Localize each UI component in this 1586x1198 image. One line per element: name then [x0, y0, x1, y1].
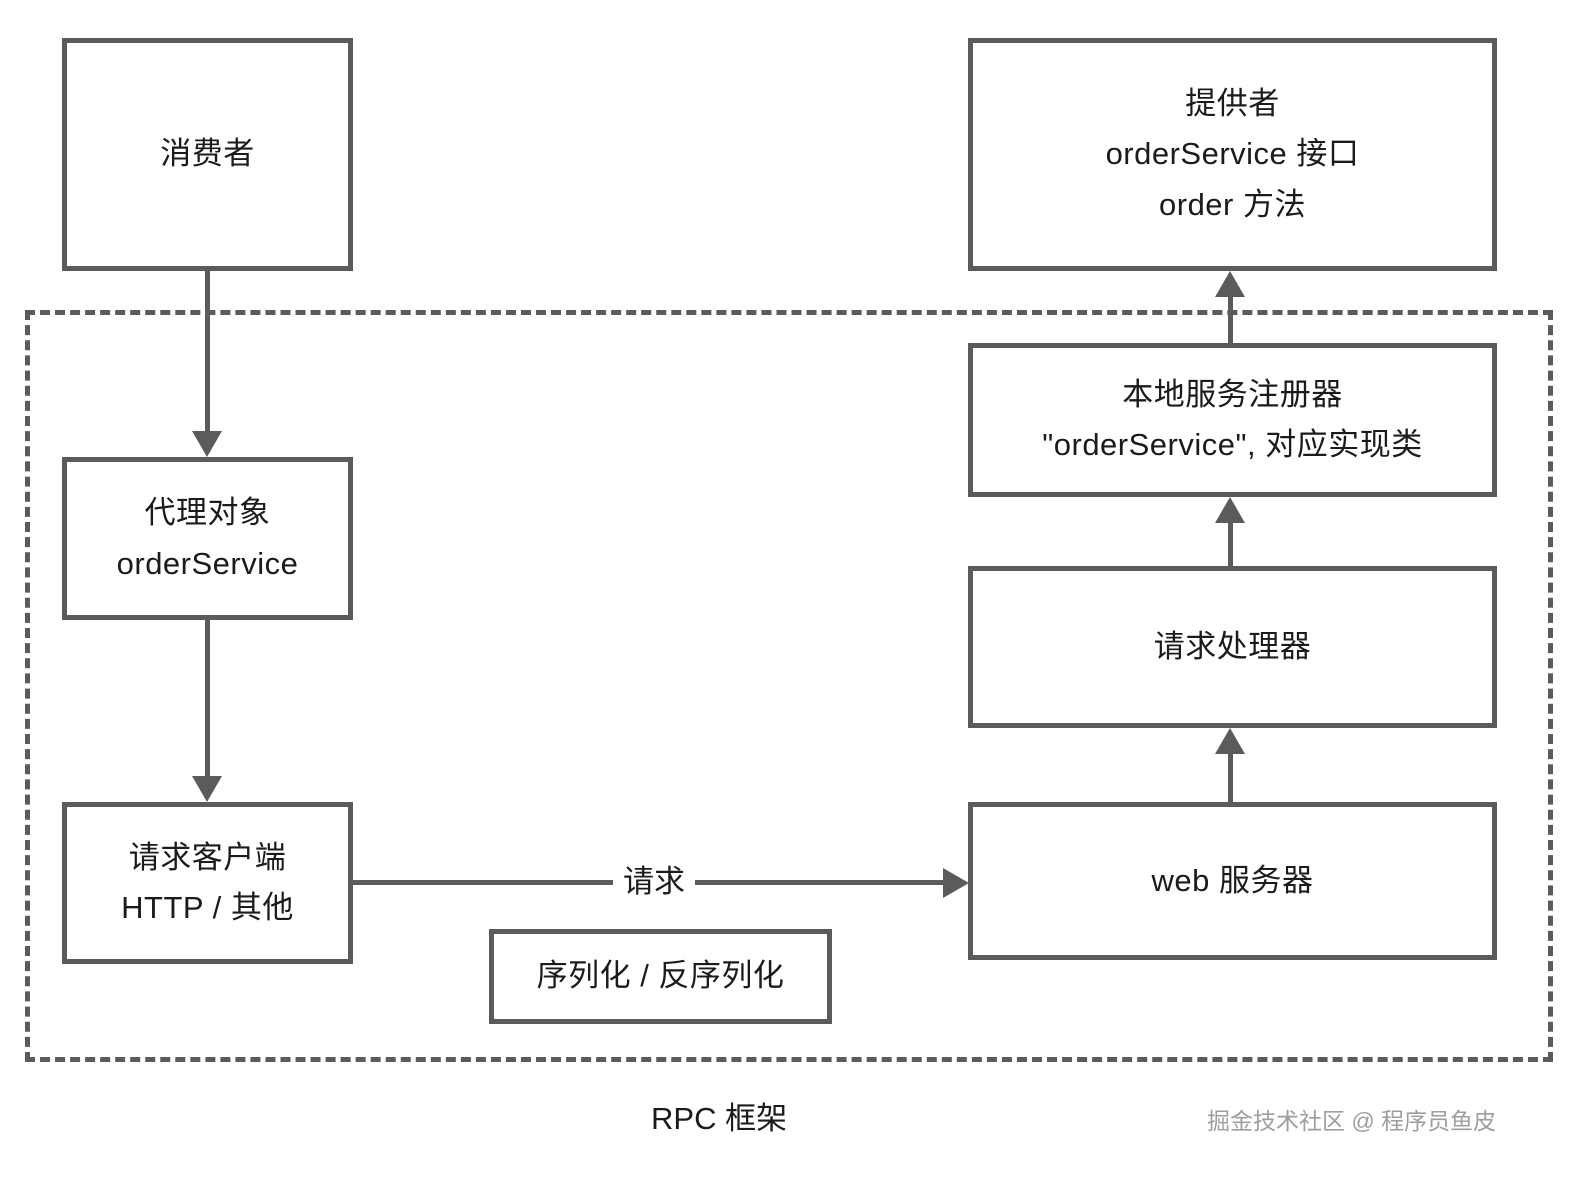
proxy-to-request-client-arrowhead — [192, 776, 222, 802]
provider-title: 提供者 — [1185, 86, 1280, 122]
request-handler-label: 请求处理器 — [1153, 628, 1312, 664]
rpc-framework-boundary — [25, 310, 1553, 1062]
local-service-registry-box: 本地服务注册器 "orderService", 对应实现类 — [968, 343, 1497, 497]
registry-mapping: "orderService", 对应实现类 — [1042, 427, 1423, 462]
request-handler-to-registry-connector — [1228, 523, 1233, 566]
registry-to-provider-connector — [1228, 297, 1233, 343]
proxy-title: 代理对象 — [144, 495, 271, 531]
web-server-to-request-handler-arrowhead — [1215, 728, 1245, 754]
web-server-label: web 服务器 — [1151, 862, 1314, 898]
registry-title: 本地服务注册器 — [1122, 376, 1343, 412]
request-client-box: 请求客户端 HTTP / 其他 — [62, 802, 353, 964]
consumer-to-proxy-arrowhead — [192, 431, 222, 457]
diagram-caption: RPC 框架 — [651, 1101, 788, 1136]
proxy-service-name: orderService — [116, 545, 299, 581]
consumer-label: 消费者 — [160, 136, 255, 172]
request-client-title: 请求客户端 — [128, 839, 287, 875]
provider-interface: orderService 接口 — [1105, 136, 1360, 172]
proxy-to-request-client-connector — [205, 620, 210, 776]
serialization-box: 序列化 / 反序列化 — [489, 929, 832, 1024]
request-edge-label: 请求 — [613, 862, 695, 901]
request-client-to-web-server-arrowhead — [943, 868, 969, 898]
consumer-to-proxy-connector — [205, 271, 210, 431]
request-handler-box: 请求处理器 — [968, 566, 1497, 728]
provider-method: order 方法 — [1159, 186, 1306, 222]
consumer-box: 消费者 — [62, 38, 353, 271]
request-handler-to-registry-arrowhead — [1215, 497, 1245, 523]
web-server-to-request-handler-connector — [1228, 754, 1233, 802]
provider-box: 提供者 orderService 接口 order 方法 — [968, 38, 1497, 271]
serialization-label: 序列化 / 反序列化 — [536, 958, 785, 994]
watermark-credit: 掘金技术社区 @ 程序员鱼皮 — [1207, 1108, 1497, 1134]
registry-to-provider-arrowhead — [1215, 271, 1245, 297]
web-server-box: web 服务器 — [968, 802, 1497, 960]
request-client-protocol: HTTP / 其他 — [121, 890, 294, 925]
proxy-object-box: 代理对象 orderService — [62, 457, 353, 620]
